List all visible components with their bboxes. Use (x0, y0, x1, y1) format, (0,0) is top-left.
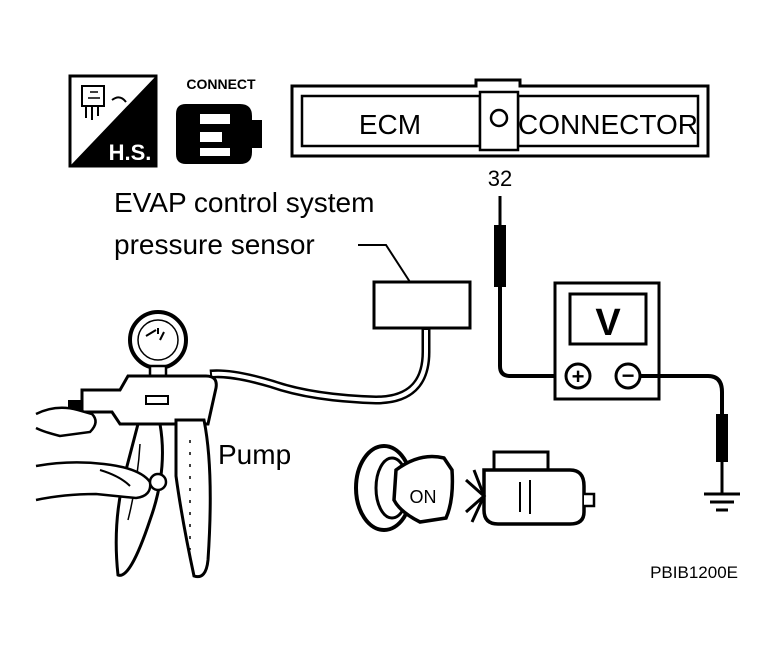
negative-probe-lead (640, 374, 728, 494)
connect-label: CONNECT (186, 76, 256, 92)
connector-label: CONNECTOR (518, 109, 698, 140)
hand-sketch (35, 406, 168, 502)
sensor-label-line2: pressure sensor (114, 229, 315, 260)
ground-symbol-icon (704, 492, 740, 512)
connect-plug-icon (176, 104, 262, 164)
vacuum-hose (209, 328, 431, 405)
ignition-on-label: ON (410, 487, 437, 507)
vacuum-pump (68, 310, 218, 579)
voltmeter-display: V (595, 302, 621, 344)
minus-symbol: − (622, 363, 635, 388)
sensor-leader-line (358, 244, 411, 283)
voltmeter (553, 281, 661, 401)
positive-probe-lead (494, 196, 568, 378)
pressure-sensor (372, 280, 472, 330)
hs-check-icon (68, 74, 158, 168)
pump-label: Pump (218, 439, 291, 470)
plus-terminal-icon (564, 362, 592, 390)
figure-code: PBIB1200E (650, 563, 738, 582)
pressure-gauge-icon (128, 310, 188, 380)
engine-icon (465, 450, 596, 526)
hs-label: H.S. (109, 140, 152, 165)
plus-symbol: + (572, 364, 585, 389)
terminal-number: 32 (488, 166, 512, 191)
ignition-key-icon (354, 444, 455, 532)
ecm-label: ECM (359, 109, 421, 140)
connector-latch-icon (489, 108, 509, 128)
sensor-label-line1: EVAP control system (114, 187, 374, 218)
ecm-connector (290, 78, 710, 158)
